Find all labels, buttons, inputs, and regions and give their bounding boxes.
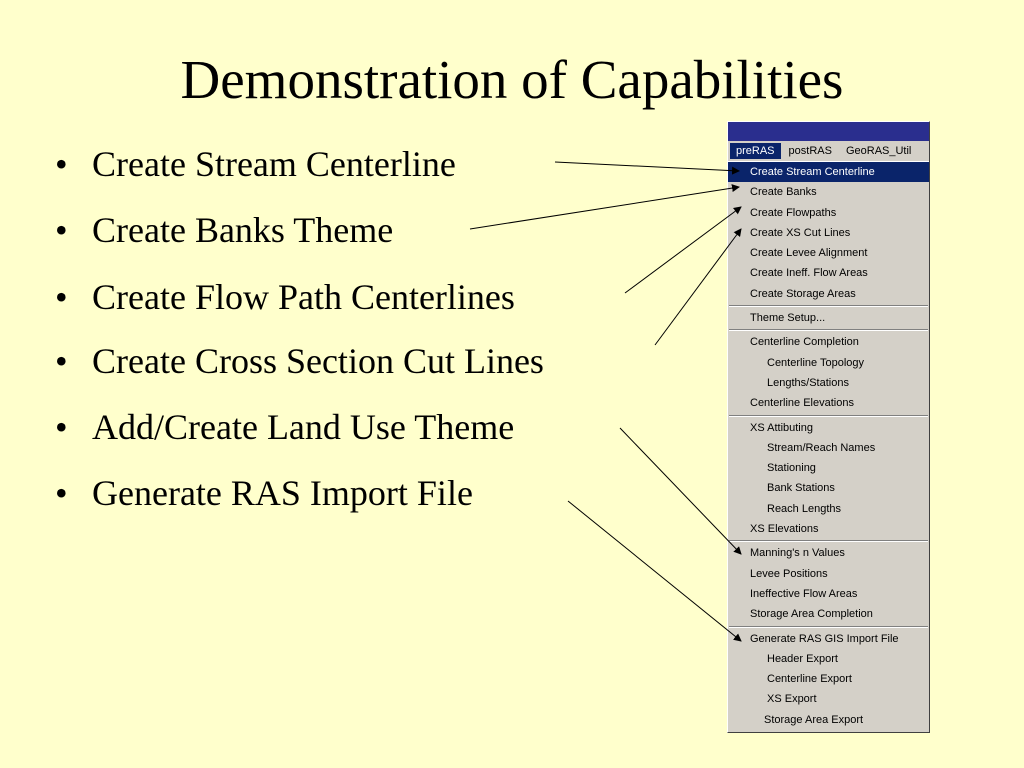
menu-item-create-stream-centerline[interactable]: Create Stream Centerline [728,162,929,183]
arrow-banks [469,184,740,230]
menu-item-create-flowpaths[interactable]: Create Flowpaths [750,206,837,219]
bullet-text: Create Cross Section Cut Lines [92,341,544,381]
arrow-land-use [619,427,742,555]
bullet-glyph: • [55,144,68,184]
window-titlebar [728,122,929,141]
arrow-flowpaths [624,206,742,294]
menu-item-centerline-topology[interactable]: Centerline Topology [767,356,865,369]
bullet-text: Add/Create Land Use Theme [92,407,515,447]
menu-item-theme-setup[interactable]: Theme Setup... [750,312,826,325]
menu-item-stationing[interactable]: Stationing [767,462,816,475]
menu-item-create-banks[interactable]: Create Banks [750,186,817,199]
menu-item-header-export[interactable]: Header Export [767,652,838,665]
bullet-item: • Create Cross Section Cut Lines [55,343,544,379]
menu-separator [728,328,929,332]
menu-tab-preras[interactable]: preRAS [730,143,781,159]
bullet-text: Create Stream Centerline [92,144,456,184]
bullet-glyph: • [55,473,68,513]
bullet-text: Create Flow Path Centerlines [92,277,515,317]
bullet-glyph: • [55,341,68,381]
menu-item-reach-lengths[interactable]: Reach Lengths [767,502,841,515]
menu-item-lengths-stations[interactable]: Lengths/Stations [767,376,849,389]
menu-item-centerline-elevations[interactable]: Centerline Elevations [750,397,854,410]
georas-menu-screenshot: preRAS postRAS GeoRAS_Util Create Stream… [727,121,930,733]
bullet-glyph: • [55,210,68,250]
menu-item-create-ineff-flow-areas[interactable]: Create Ineff. Flow Areas [750,267,868,280]
menu-item-xs-export[interactable]: XS Export [767,693,817,706]
menu-item-levee-positions[interactable]: Levee Positions [750,567,828,580]
menu-separator [728,625,929,629]
bullet-text: Generate RAS Import File [92,473,473,513]
menu-item-create-xs-cut-lines[interactable]: Create XS Cut Lines [750,226,851,239]
menubar: preRAS postRAS GeoRAS_Util [728,141,929,162]
bullet-item: • Create Flow Path Centerlines [55,279,515,315]
menu-item-create-levee-alignment[interactable]: Create Levee Alignment [750,247,868,260]
arrow-stream-centerline [554,161,740,175]
menu-item-centerline-completion[interactable]: Centerline Completion [750,336,859,349]
bullet-glyph: • [55,277,68,317]
menu-item-ineffective-flow-areas[interactable]: Ineffective Flow Areas [750,587,858,600]
menu-item-manning-s-n-values[interactable]: Manning's n Values [750,547,845,560]
menu-item-storage-area-export[interactable]: Storage Area Export [764,713,864,726]
menu-item-create-storage-areas[interactable]: Create Storage Areas [750,287,856,300]
menu-separator [728,414,929,418]
menu-item-xs-attibuting[interactable]: XS Attibuting [750,421,813,434]
bullet-glyph: • [55,407,68,447]
menu-separator [728,304,929,308]
menu-item-stream-reach-names[interactable]: Stream/Reach Names [767,441,876,454]
menu-tab-postras[interactable]: postRAS [788,145,832,157]
menu-item-bank-stations[interactable]: Bank Stations [767,482,835,495]
bullet-text: Create Banks Theme [92,210,394,250]
slide-title: Demonstration of Capabilities [180,49,844,110]
arrow-ras-import [567,500,742,642]
menu-tab-georas-util[interactable]: GeoRAS_Util [845,145,912,157]
bullet-item: • Create Stream Centerline [55,146,456,182]
menu-item-generate-ras-gis-import-file[interactable]: Generate RAS GIS Import File [750,632,899,645]
bullet-item: • Create Banks Theme [55,212,393,248]
menu-item-centerline-export[interactable]: Centerline Export [767,673,852,686]
menu-item-storage-area-completion[interactable]: Storage Area Completion [750,608,873,621]
bullet-item: • Generate RAS Import File [55,475,473,511]
bullet-item: • Add/Create Land Use Theme [55,409,514,445]
menu-separator [728,539,929,543]
menu-item-xs-elevations[interactable]: XS Elevations [750,523,819,536]
